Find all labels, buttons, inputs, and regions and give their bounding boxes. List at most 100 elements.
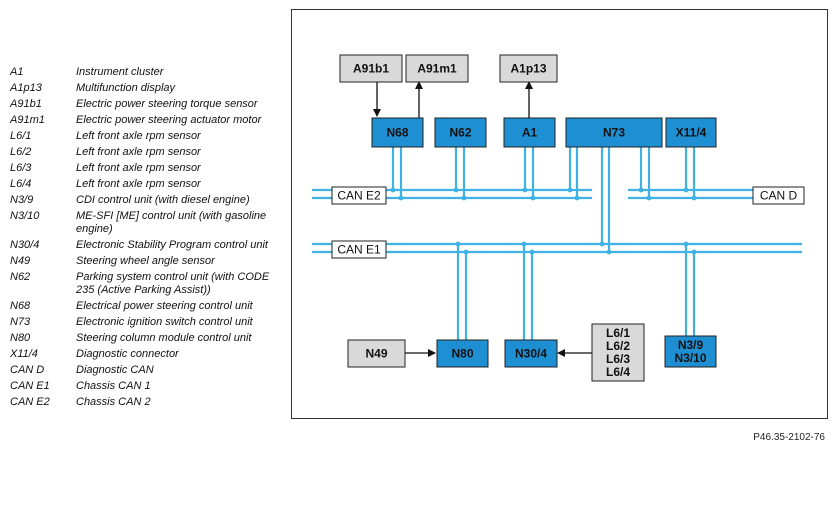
legend-code: A91m1 — [10, 114, 45, 126]
junction-dot — [522, 187, 528, 193]
legend-description: Electrical power steering control unit — [76, 300, 253, 312]
n73-box: N73 — [565, 117, 663, 148]
n62-box-rect — [434, 117, 487, 148]
legend-description: ME-SFI [ME] control unit (with gasoline … — [76, 210, 267, 235]
n62-box-label: N62 — [449, 126, 471, 140]
legend-description: Left front axle rpm sensor — [76, 146, 201, 158]
can-e1-label-rect — [331, 240, 387, 259]
legend-description: Steering column module control unit — [76, 332, 252, 344]
legend-description: Chassis CAN 1 — [76, 380, 151, 392]
legend-row: L6/2 Left front axle rpm sensor — [10, 146, 280, 159]
legend-code: L6/2 — [10, 146, 32, 158]
legend-description: Left front axle rpm sensor — [76, 162, 201, 174]
x11-4-box: X11/4 — [665, 117, 717, 148]
can-d-label: CAN D — [752, 186, 805, 205]
x11-4-box-label: X11/4 — [676, 126, 707, 140]
a1p13-box-rect — [499, 54, 558, 83]
a91b1-box-label: A91b1 — [353, 62, 389, 76]
legend-row: X11/4 Diagnostic connector — [10, 348, 280, 361]
n73-box-label: N73 — [603, 126, 625, 140]
legend-description: Electric power steering torque sensor — [76, 98, 258, 110]
junction-dot — [683, 187, 689, 193]
junction-dot — [574, 195, 580, 201]
legend-code: L6/4 — [10, 178, 32, 190]
legend-code: N62 — [10, 271, 31, 283]
legend-code: N30/4 — [10, 239, 40, 251]
junction-dot — [398, 195, 404, 201]
n30-4-box-label: N30/4 — [515, 347, 547, 361]
legend-description: Instrument cluster — [76, 66, 164, 78]
a1p13-box-label: A1p13 — [510, 62, 546, 76]
x11-4-box-rect — [665, 117, 717, 148]
junction-dot — [691, 195, 697, 201]
l6-sensors-box-rect — [591, 323, 645, 382]
can-e2-label-label: CAN E2 — [337, 189, 381, 203]
legend-row: N73 Electronic ignition switch control un… — [10, 316, 280, 329]
legend-description: Left front axle rpm sensor — [76, 130, 201, 142]
a91m1-box-label: A91m1 — [417, 62, 457, 76]
legend-row: A91m1 Electric power steering actuator mo… — [10, 114, 280, 127]
legend-description: Electronic ignition switch control unit — [76, 316, 253, 328]
n68-box-rect — [371, 117, 424, 148]
can-e1-label-label: CAN E1 — [337, 243, 381, 257]
n80-box: N80 — [436, 339, 489, 368]
n30-4-box-rect — [504, 339, 558, 368]
a1-box-rect — [503, 117, 556, 148]
can-d-label-label: CAN D — [760, 189, 798, 203]
legend-code: N3/10 — [10, 210, 40, 222]
legend-description: Electric power steering actuator motor — [76, 114, 262, 126]
legend-row: A91b1 Electric power steering torque sens… — [10, 98, 280, 111]
legend-code: N49 — [10, 255, 31, 267]
legend-code: N3/9 — [10, 194, 34, 206]
n80-box-label: N80 — [451, 347, 473, 361]
n68-box: N68 — [371, 117, 424, 148]
l6-sensors-box-label: L6/1 — [606, 326, 630, 340]
junction-dot — [463, 249, 469, 255]
junction-dot — [453, 187, 459, 193]
junction-dot — [606, 249, 612, 255]
legend-code: X11/4 — [10, 348, 38, 360]
a1-box: A1 — [503, 117, 556, 148]
legend-row: N3/9 CDI control unit (with diesel engine… — [10, 194, 280, 207]
legend-code: A91b1 — [10, 98, 42, 110]
legend-code: L6/3 — [10, 162, 32, 174]
legend-description: Diagnostic connector — [76, 348, 179, 360]
a91b1-box: A91b1 — [339, 54, 403, 83]
legend-code: CAN E2 — [10, 396, 50, 408]
legend-row: L6/1 Left front axle rpm sensor — [10, 130, 280, 143]
junction-dot — [461, 195, 467, 201]
figure-reference: P46.35-2102-76 — [753, 432, 825, 443]
junction-dot — [683, 241, 689, 247]
legend-row: N3/10 ME-SFI [ME] control unit (with gaso… — [10, 210, 280, 236]
junction-dot — [455, 241, 461, 247]
junction-dot — [567, 187, 573, 193]
l6-sensors-box-label: L6/4 — [606, 365, 630, 379]
a1-box-label: A1 — [522, 126, 538, 140]
can-e1-label: CAN E1 — [331, 240, 387, 259]
legend-description: Steering wheel angle sensor — [76, 255, 215, 267]
legend-code: L6/1 — [10, 130, 32, 142]
legend-description: Multifunction display — [76, 82, 176, 94]
can-e2-label: CAN E2 — [331, 186, 387, 205]
legend-code: N68 — [10, 300, 31, 312]
legend-code: N73 — [10, 316, 31, 328]
a91m1-box-rect — [405, 54, 469, 83]
n3-box: N3/9N3/10 — [664, 335, 717, 368]
junction-dot — [646, 195, 652, 201]
legend-row: N49 Steering wheel angle sensor — [10, 255, 280, 268]
legend-description: CDI control unit (with diesel engine) — [76, 194, 250, 206]
junction-dot — [638, 187, 644, 193]
bus-lines — [312, 147, 802, 340]
can-e2-label-rect — [331, 186, 387, 205]
n30-4-box: N30/4 — [504, 339, 558, 368]
